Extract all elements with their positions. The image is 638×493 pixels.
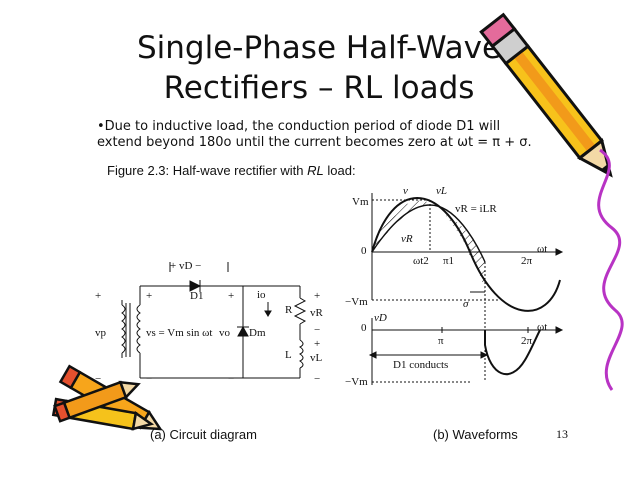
squiggle-icon (597, 148, 624, 391)
inductor-l (299, 339, 304, 369)
svg-text:−: − (314, 373, 320, 385)
pencil-icon (479, 12, 613, 178)
label-vs: vs = Vm sin ωt (146, 327, 213, 339)
label-sigma: σ (463, 298, 469, 310)
label-vp: vp (95, 327, 106, 339)
vd-curve (484, 329, 541, 376)
diode-d1 (189, 280, 202, 292)
bullet-line-2: extend beyond 180o until the current bec… (97, 135, 532, 150)
figure-caption-prefix: Figure 2.3: Half-wave rectifier with (107, 163, 308, 178)
figure-caption: Figure 2.3: Half-wave rectifier with RL … (107, 163, 356, 178)
label-zero-top: 0 (361, 245, 367, 257)
label-pi: π (438, 335, 444, 347)
resistor-r (293, 297, 307, 325)
label-d1-conducts: D1 conducts (393, 359, 449, 371)
label-vr: vR (310, 307, 323, 319)
label-io: io (257, 289, 266, 301)
vd-bracket (169, 262, 229, 272)
label-vl-top: vL (436, 185, 447, 197)
label-vm: Vm (352, 196, 369, 208)
label-r: R (285, 304, 293, 316)
figure-caption-suffix: load: (323, 163, 356, 178)
label-vo: vo (219, 327, 230, 339)
label-v: v (403, 185, 408, 197)
svg-text:−: − (228, 373, 234, 385)
slide-title: Single-Phase Half-Wave Rectifiers – RL l… (0, 28, 638, 108)
pencils-icon (51, 364, 163, 431)
title-line-2: Rectifiers – RL loads (163, 70, 475, 106)
diode-dm (237, 325, 249, 337)
bullet-text: •Due to inductive load, the conduction p… (97, 119, 557, 151)
label-vr-wave: vR (401, 233, 413, 245)
label-dm: Dm (249, 327, 266, 339)
svg-text:+: + (314, 290, 320, 302)
bullet-line-1: •Due to inductive load, the conduction p… (97, 119, 501, 134)
svg-text:+: + (95, 290, 101, 302)
label-neg-vm-bottom: −Vm (345, 376, 368, 388)
label-l: L (285, 349, 292, 361)
label-zero-bottom: 0 (361, 322, 367, 334)
caption-circuit: (a) Circuit diagram (150, 427, 257, 442)
caption-waveforms: (b) Waveforms (433, 427, 518, 442)
svg-text:+: + (228, 290, 234, 302)
label-wt-bottom: ωt (537, 321, 548, 333)
svg-text:−: − (314, 324, 320, 336)
svg-text:+: + (314, 338, 320, 350)
label-2pi-top: 2π (521, 255, 533, 267)
label-wt2: ωt2 (413, 255, 429, 267)
transformer (121, 286, 141, 378)
label-pi1: π1 (443, 255, 455, 267)
label-vr-eq: vR = iLR (455, 203, 497, 215)
title-line-1: Single-Phase Half-Wave (136, 30, 502, 66)
label-vd: + vD − (170, 260, 202, 272)
svg-text:−: − (95, 373, 101, 385)
label-neg-vm-top: −Vm (345, 296, 368, 308)
label-vd-wave: vD (374, 312, 387, 324)
svg-text:−: − (146, 373, 152, 385)
label-d1: D1 (190, 290, 204, 302)
page-number: 13 (556, 427, 568, 441)
figure-caption-em: RL (307, 163, 324, 178)
label-vl: vL (310, 352, 323, 364)
label-wt-top: ωt (537, 243, 548, 255)
svg-text:+: + (146, 290, 152, 302)
label-2pi-bottom: 2π (521, 335, 533, 347)
